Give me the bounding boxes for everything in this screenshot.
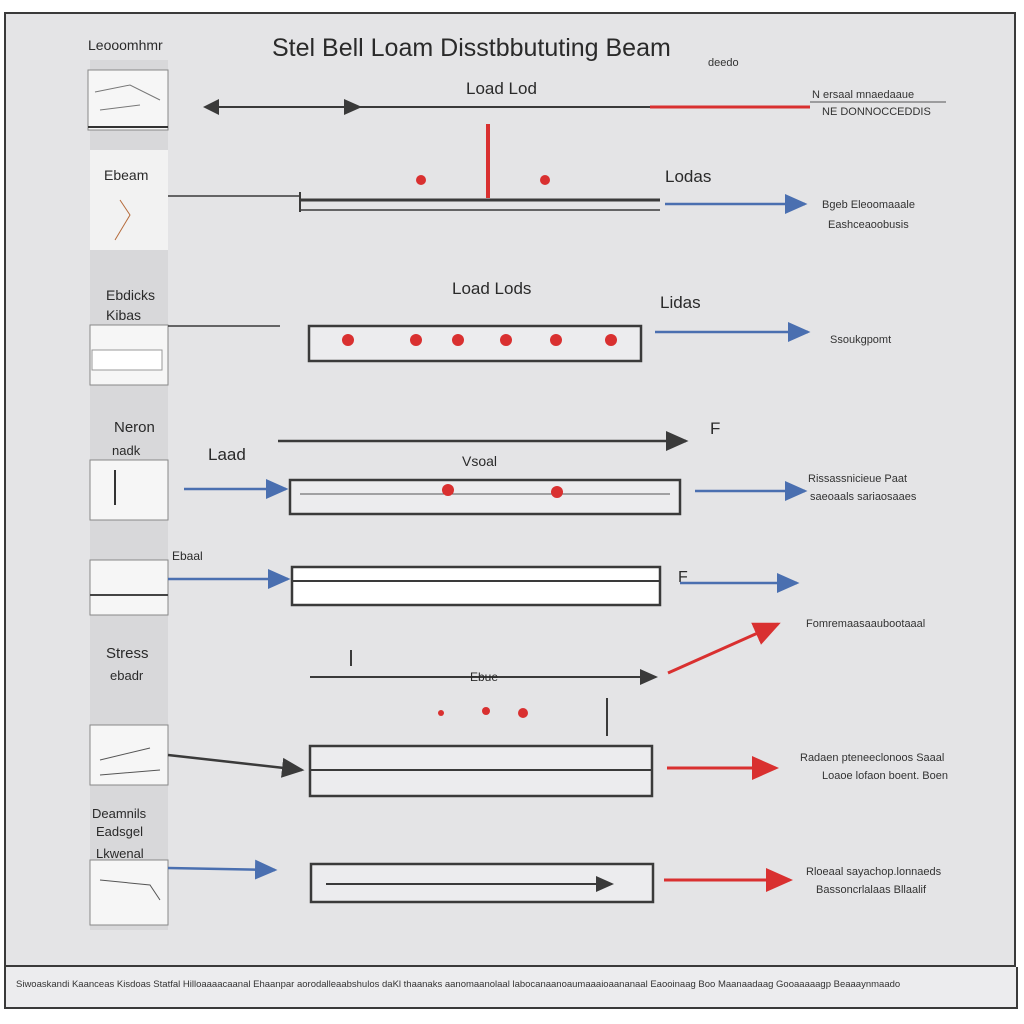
- row3-label-left: Laad: [208, 445, 246, 464]
- row1-beam: [168, 124, 660, 212]
- row4-beam: [290, 565, 662, 607]
- row3-out-text-1: Rissassnicieue Paat: [808, 473, 907, 485]
- side-label-i: ebadr: [110, 668, 144, 683]
- row5-out-text-1: Radaen pteneeclonoos Saaal: [800, 752, 944, 764]
- row4-out-text-1: Fomremaasaaubootaaal: [806, 618, 925, 630]
- row1-label-right: Lodas: [665, 167, 711, 186]
- footer-caption: Siwoaskandi Kaanceas Kisdoas Statfal Hil…: [16, 979, 901, 990]
- row3-label-right: F: [710, 419, 720, 438]
- row3-load-dot: [442, 484, 454, 496]
- row2-label-right: Lidas: [660, 293, 701, 312]
- row5-label-mid: Ebue: [470, 670, 498, 684]
- row6-in-arrow: [167, 859, 278, 880]
- side-label-a: Leooomhmr: [88, 37, 163, 53]
- row1-load-dot: [540, 175, 550, 185]
- row6-out-text-1: Rloeaal sayachop.lonnaeds: [806, 866, 942, 878]
- row4-label-right: F: [678, 569, 688, 586]
- side-panel-6: [89, 724, 169, 786]
- row2-load-dots: [342, 334, 617, 346]
- title-note: deedo: [708, 57, 739, 69]
- row1-load-dot: [416, 175, 426, 185]
- side-panel-7: [89, 859, 169, 926]
- row2-out-text-1: Ssoukgpomt: [830, 334, 891, 346]
- side-label-c: Ebdicks: [106, 287, 155, 303]
- footer-caption-box: Siwoaskandi Kaanceas Kisdoas Statfal Hil…: [4, 967, 1018, 1009]
- side-label-k: Eadsgel: [96, 824, 143, 839]
- side-label-j: Deamnils: [92, 806, 147, 821]
- side-label-f: nadk: [112, 443, 141, 458]
- side-label-d: Kibas: [106, 307, 141, 323]
- side-panel-5: [89, 559, 169, 616]
- row2-label-top: Load Lods: [452, 279, 531, 298]
- row5-in-arrow: [167, 753, 305, 778]
- side-label-h: Stress: [106, 645, 149, 662]
- diagram-title: Stel Bell Loam Disstbbututing Beam: [272, 34, 671, 62]
- side-panel-2: [90, 150, 168, 250]
- row5-load-dots: [438, 707, 528, 718]
- side-panel-1: [87, 69, 169, 131]
- row4-diagonal-arrow: [667, 622, 781, 675]
- side-label-b: Ebeam: [104, 167, 148, 183]
- row5-out-text-2: Loaoe lofaon boent. Boen: [822, 770, 948, 782]
- row3-label-mid: Vsoal: [462, 453, 497, 469]
- side-label-e: Neron: [114, 419, 155, 436]
- row3-out-text-2: saeoaals sariaosaaes: [810, 491, 917, 503]
- top-right-text-1: N ersaal mnaedaaue: [812, 89, 914, 101]
- row2-beam: [307, 324, 643, 363]
- row1-out-text-2: Eashceaoobusis: [828, 219, 909, 231]
- side-label-g: Ebaal: [172, 549, 203, 563]
- row6-out-text-2: Bassoncrlalaas Bllaalif: [816, 884, 927, 896]
- top-right-text-2: NE DONNOCCEDDIS: [822, 106, 931, 118]
- side-panel-3: [89, 324, 169, 386]
- side-panel-4: [89, 459, 169, 521]
- side-label-l: Lkwenal: [96, 846, 144, 861]
- row3-load-dot: [551, 486, 563, 498]
- row3-beam: [288, 478, 682, 516]
- top-load-label: Load Lod: [466, 79, 537, 98]
- row1-out-text-1: Bgeb Eleoomaaale: [822, 199, 915, 211]
